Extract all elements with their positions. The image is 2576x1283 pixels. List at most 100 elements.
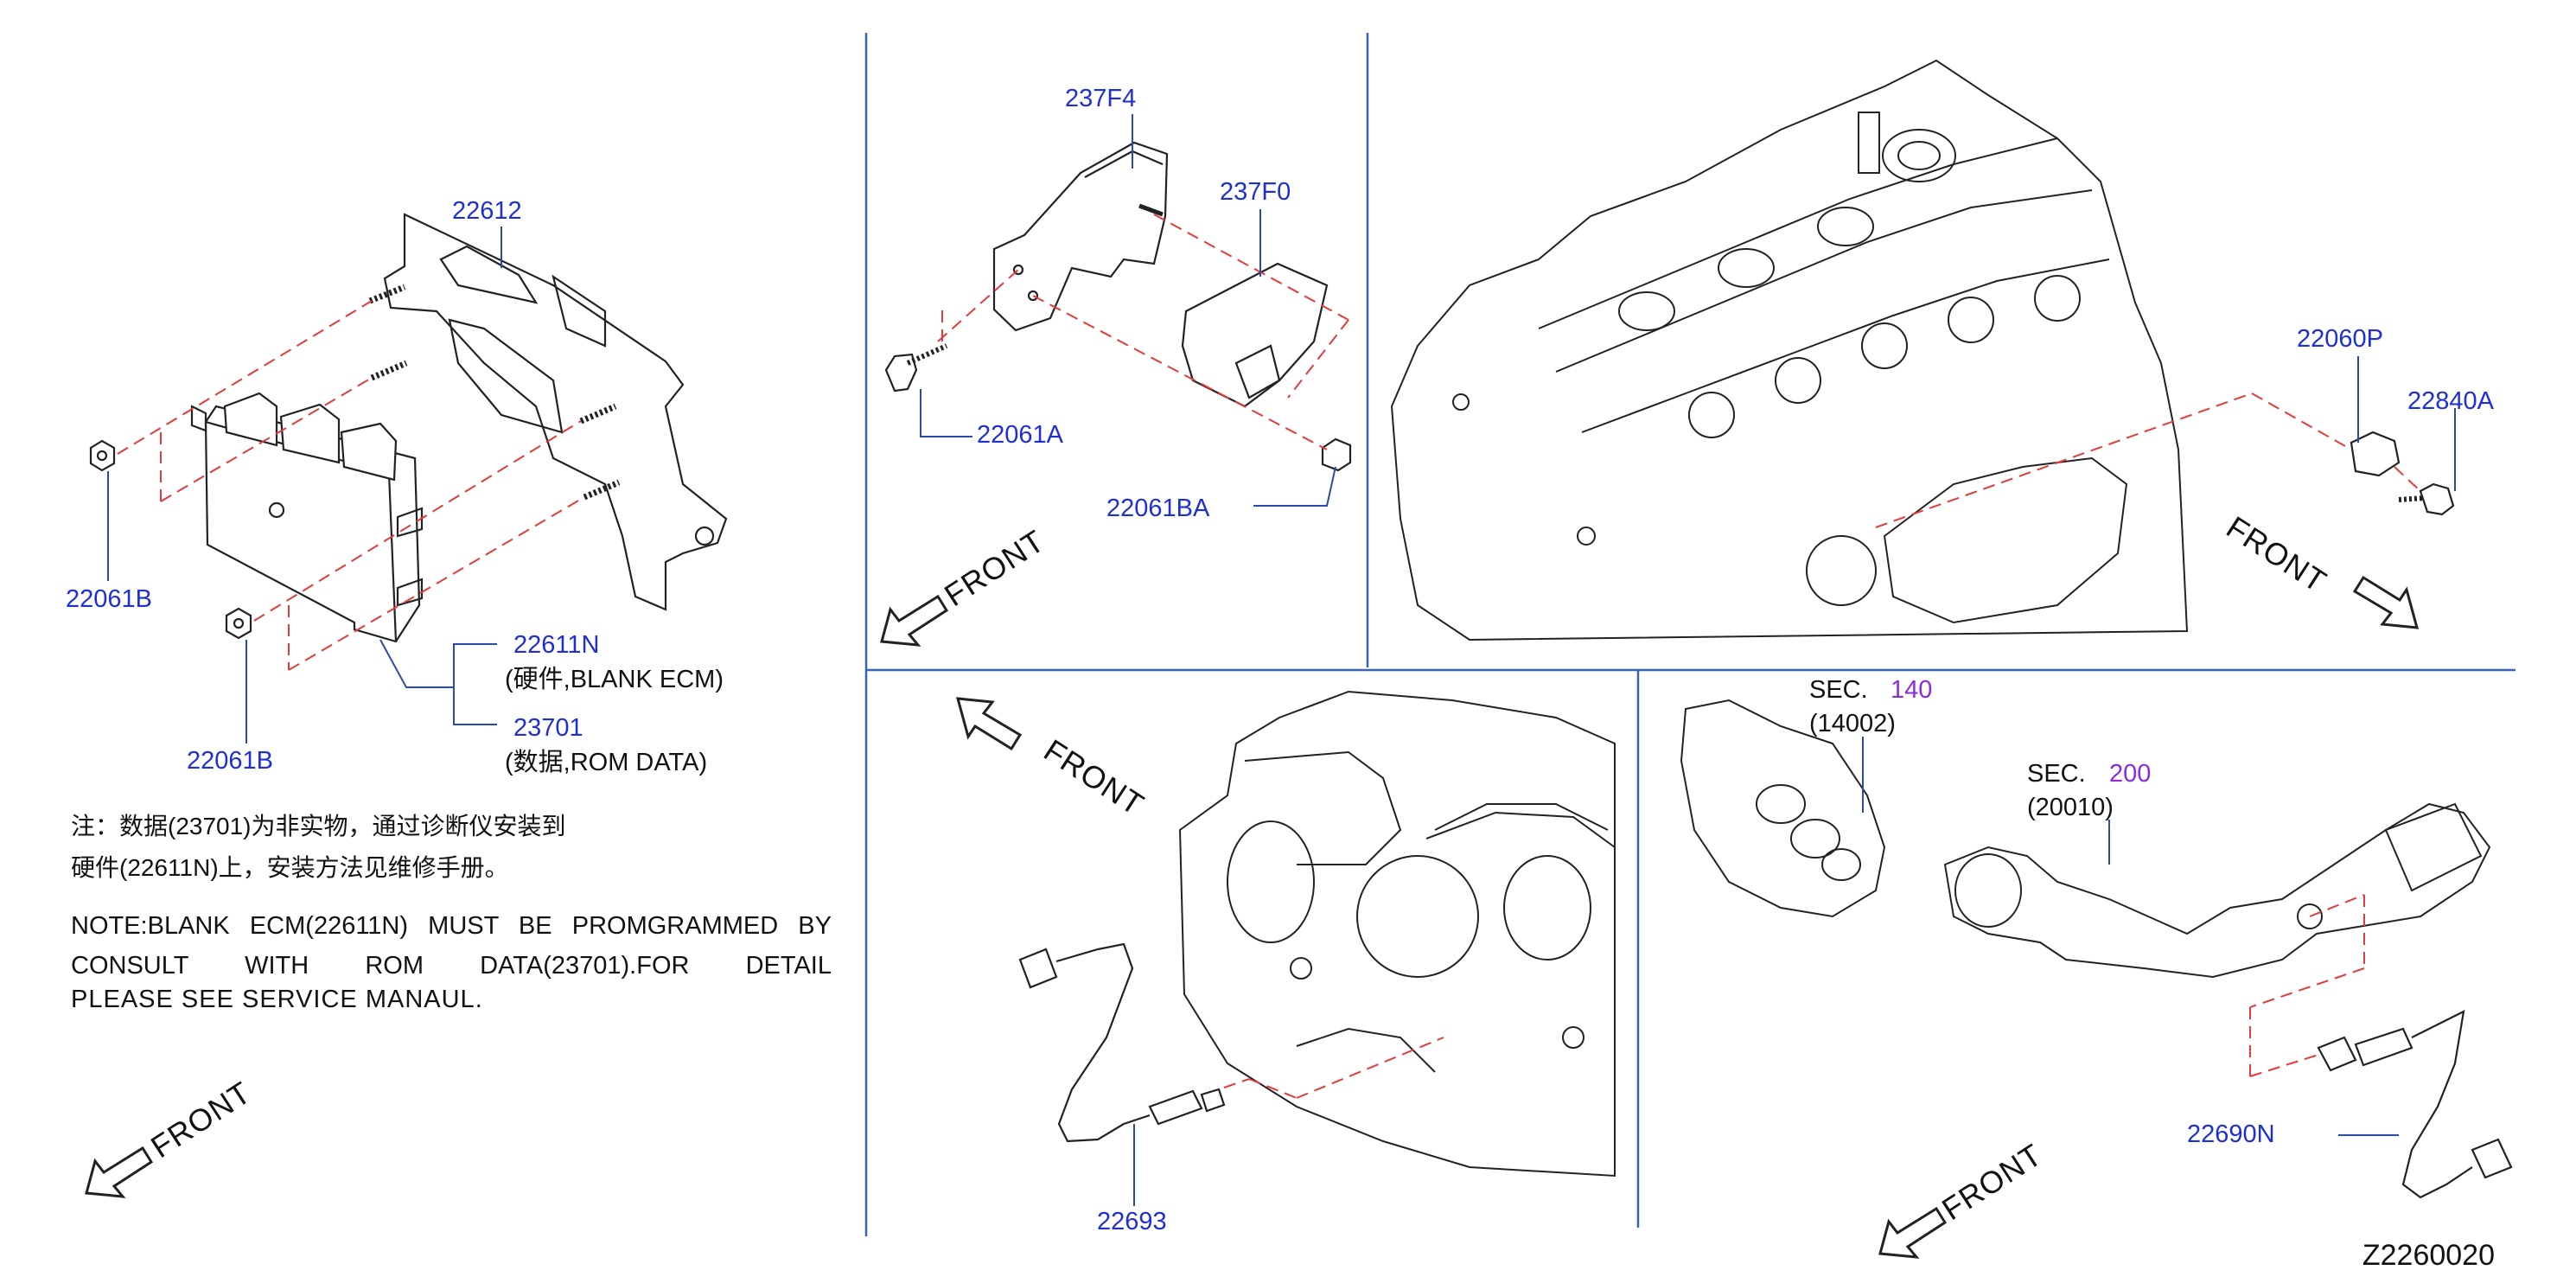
bracket-hole-2 <box>1027 290 1039 302</box>
o2-body <box>1148 1089 1203 1126</box>
dash-k3 <box>2394 466 2421 492</box>
front-block-outline <box>1178 690 1616 1178</box>
head-edge-1 <box>1538 137 2058 329</box>
ecm-connector-3 <box>340 422 398 482</box>
front-block-detail-1 <box>1244 750 1402 865</box>
stud-4 <box>583 479 621 501</box>
cat-body <box>2384 802 2483 892</box>
label-22611N: 22611N <box>513 631 600 659</box>
label-22061B-bottom: 22061B <box>187 747 273 775</box>
dipstick <box>1858 112 1880 174</box>
o2-tip <box>1200 1088 1226 1113</box>
note-en: NOTE:BLANK ECM(22611N) MUST BE PROMGRAMM… <box>71 912 832 980</box>
sensor-bracket-drawing <box>884 141 1352 472</box>
sensor-connector <box>1234 344 1281 399</box>
note-cn-line2: 硬件(22611N)上，安装方法见维修手册。 <box>71 854 509 881</box>
oil-cap <box>1882 129 1956 182</box>
knock-sensor-22060P <box>2350 431 2401 477</box>
bore-3 <box>1861 322 1908 369</box>
stud-1 <box>368 284 406 304</box>
bore-5 <box>2034 275 2081 322</box>
bolt-head-2 <box>1452 393 1470 411</box>
block-face <box>1883 456 2128 624</box>
label-22612: 22612 <box>452 197 522 225</box>
engine-outline <box>1390 59 2189 642</box>
leader-22061A <box>920 389 972 437</box>
ecm-bracket-drawing <box>89 213 728 643</box>
manifold-port-2 <box>1790 819 1840 859</box>
o2-sensor-22693-drawing <box>1018 942 1226 1143</box>
engine-front-drawing <box>1178 690 1616 1178</box>
label-sec140-number: 140 <box>1891 676 1933 704</box>
front-pipe-2 <box>1425 811 1616 848</box>
oil-cap-inner <box>1897 141 1941 170</box>
label-sec200-ref: (20010) <box>2027 794 2114 821</box>
diagram-id: Z2260020 <box>2362 1239 2495 1272</box>
sensor-dashed-lines <box>937 214 1349 450</box>
bolt-22061A-thread <box>906 343 948 366</box>
bolt-22061A <box>884 353 918 393</box>
front-pipe <box>1434 803 1609 831</box>
bracket-cutout-side <box>552 274 607 348</box>
ecm-dashed-lines <box>117 300 585 671</box>
front-arrow-5 <box>2352 575 2420 629</box>
front-hole-1 <box>1290 957 1312 980</box>
dash-2 <box>160 377 373 502</box>
front-arrow-1 <box>880 594 949 647</box>
ecm-leaders <box>107 227 502 744</box>
bracket-cutout-top <box>439 245 539 304</box>
label-23701-desc: (数据,ROM DATA) <box>505 749 708 776</box>
spark-port-1 <box>1618 291 1675 331</box>
front-bore-3 <box>1503 855 1591 961</box>
leader-ecm <box>379 639 497 725</box>
front-bore-1 <box>1227 820 1315 943</box>
bracket-outline <box>383 213 728 611</box>
bracket-237F4 <box>992 141 1169 332</box>
front-arrow-2 <box>85 1146 154 1198</box>
head-edge-3 <box>1581 259 2110 433</box>
label-22060P: 22060P <box>2297 325 2383 353</box>
ecm-tab-right-1 <box>396 507 424 538</box>
bracket-hole <box>694 526 715 546</box>
manifold-port-1 <box>1756 784 1806 824</box>
label-22690N: 22690N <box>2187 1120 2275 1148</box>
front-arrow-3 <box>1878 1206 1948 1259</box>
dash-5 <box>288 496 585 671</box>
panel-dividers <box>864 33 2515 1236</box>
ecm-mark <box>268 501 285 519</box>
o2b-connector <box>2471 1138 2513 1179</box>
cat-inlet-flange <box>1954 853 2022 928</box>
knock-leaders <box>2357 356 2456 491</box>
label-22611N-desc: (硬件,BLANK ECM) <box>505 666 724 693</box>
bracket-hole-1 <box>1012 264 1024 276</box>
nut-bottom <box>225 607 252 640</box>
stud-237F4 <box>1138 203 1164 217</box>
o2b-body <box>2354 1027 2413 1067</box>
dash-k1 <box>1875 393 2253 528</box>
o2-connector <box>1018 948 1058 989</box>
dash-o1 <box>1223 1078 1250 1088</box>
label-22061BA: 22061BA <box>1106 495 1210 522</box>
bolt-22840A <box>2419 482 2455 516</box>
front-arrow-4 <box>955 697 1023 751</box>
dash-p1 <box>2309 894 2365 917</box>
ecm-tab-right-2 <box>396 578 424 607</box>
o2-wire <box>1055 942 1151 1143</box>
catalytic-converter <box>1943 802 2491 979</box>
label-sec200-number: 200 <box>2109 760 2152 788</box>
note-en-last: PLEASE SEE SERVICE MANAUL. <box>71 986 483 1013</box>
label-22840A: 22840A <box>2407 387 2494 415</box>
label-23701: 23701 <box>513 714 583 742</box>
o2-sensor-22690N-drawing <box>2317 1010 2513 1199</box>
label-237F0: 237F0 <box>1220 178 1291 206</box>
knock-dashed-lines <box>1875 393 2421 528</box>
nut-top-hole <box>96 450 108 462</box>
dash-o2 <box>1248 1078 1298 1099</box>
bolt-head-1 <box>1577 527 1596 546</box>
bracket-cutout-main <box>448 318 564 434</box>
knock-sensor-drawing <box>2350 431 2455 516</box>
label-sec140-ref: (14002) <box>1809 710 1896 737</box>
dash-o3 <box>1296 1037 1444 1099</box>
dash-4 <box>253 420 582 622</box>
